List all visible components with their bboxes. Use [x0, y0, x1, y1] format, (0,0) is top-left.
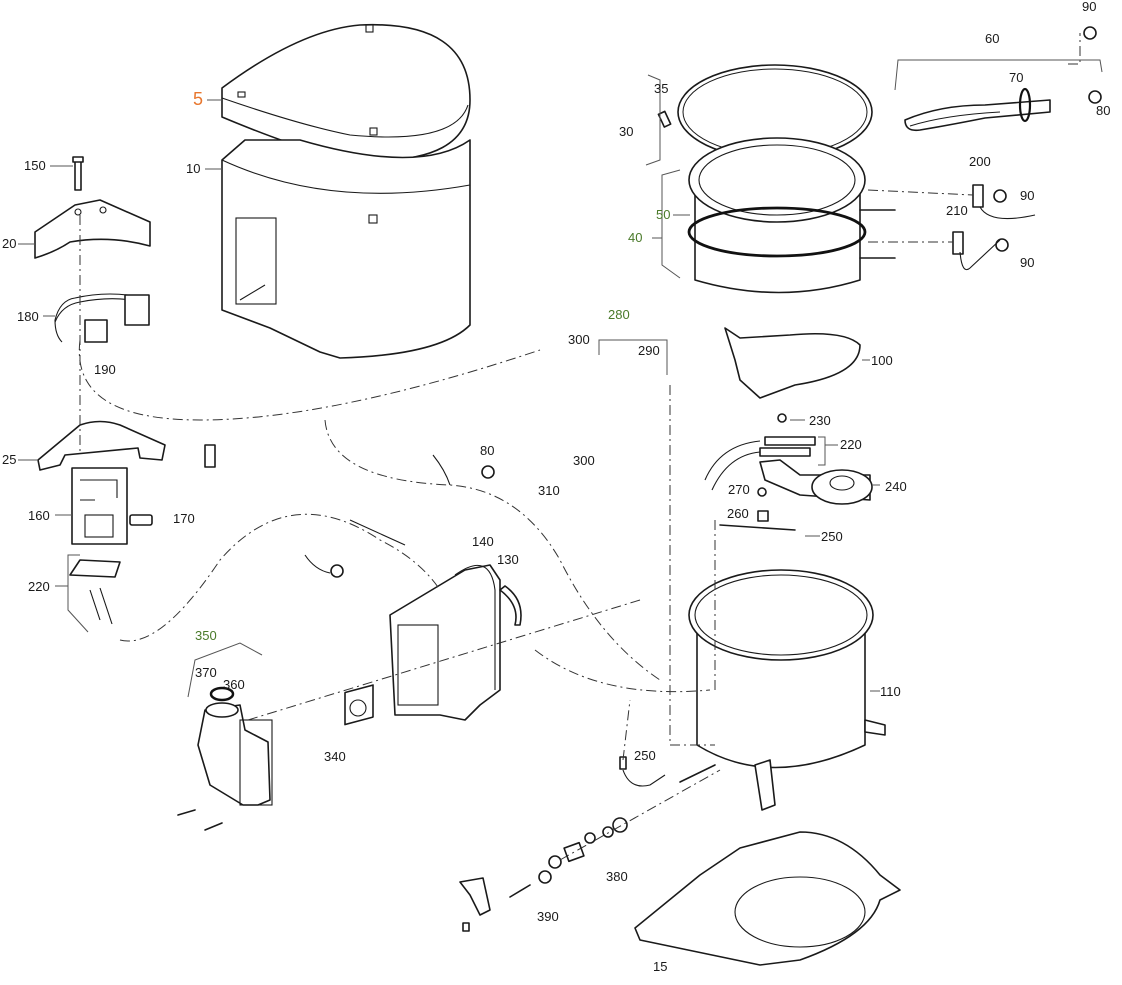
callout-380: 380 [606, 869, 628, 884]
callout-270: 270 [728, 482, 750, 497]
part-25-control-panel [37, 420, 166, 471]
part-390-pin [509, 884, 531, 898]
part-60-heating-element [904, 99, 1051, 132]
callout-370: 370 [195, 665, 217, 680]
callout-15: 15 [653, 959, 668, 974]
callout-390: 390 [537, 909, 559, 924]
part-20-bracket [34, 199, 151, 259]
callout-30: 30 [619, 124, 634, 139]
callout-20: 20 [2, 236, 17, 251]
callout-80-heater: 80 [1096, 103, 1111, 118]
callout-5: 5 [193, 89, 204, 109]
callout-260: 260 [727, 506, 749, 521]
callout-210: 210 [946, 203, 968, 218]
callout-220-right: 220 [840, 437, 862, 452]
callout-90-top: 90 [1082, 0, 1097, 14]
part-150-screw [72, 156, 84, 191]
callout-200: 200 [969, 154, 991, 169]
part-200-210-temperature-sensors [952, 184, 1036, 271]
callout-220-left: 220 [28, 579, 50, 594]
callout-290: 290 [638, 343, 660, 358]
part-15-base-tray [634, 831, 901, 966]
callout-300-lower: 300 [573, 453, 595, 468]
callout-190: 190 [94, 362, 116, 377]
part-240-burner [759, 459, 873, 505]
callout-10: 10 [186, 161, 201, 176]
callout-90-mid: 90 [1020, 188, 1035, 203]
part-380-valve [538, 817, 628, 884]
part-340-fan [344, 684, 374, 726]
part-70-o-ring [1018, 87, 1032, 123]
leader-lines [18, 59, 1103, 698]
callout-140: 140 [472, 534, 494, 549]
part-190-switch [84, 319, 108, 343]
part-230-screw [777, 413, 787, 423]
callout-250-upper: 250 [821, 529, 843, 544]
part-250-electrode [719, 524, 796, 531]
part-140-fan-housing [389, 564, 501, 721]
callout-100: 100 [871, 353, 893, 368]
part-40-burner-pot [688, 137, 896, 294]
callout-360: 360 [223, 677, 245, 692]
callout-180: 180 [17, 309, 39, 324]
callout-300-upper: 300 [568, 332, 590, 347]
callout-25: 25 [2, 452, 17, 467]
callout-240: 240 [885, 479, 907, 494]
callout-70: 70 [1009, 70, 1024, 85]
callout-160: 160 [28, 508, 50, 523]
callout-35: 35 [654, 81, 669, 96]
part-110-combustion-chamber [688, 569, 886, 811]
drain-screws [177, 809, 223, 831]
callout-40: 40 [628, 230, 643, 245]
part-220-ignition-part [69, 559, 121, 625]
part-360-housing [197, 702, 273, 806]
part-220-ignition-electrode [704, 436, 816, 491]
callout-280: 280 [608, 307, 630, 322]
part-270-screw [757, 487, 767, 497]
callout-150: 150 [24, 158, 46, 173]
part-35-screw [657, 110, 672, 128]
callout-250-lower: 250 [634, 748, 656, 763]
part-170-fuse [129, 514, 153, 526]
part-90-nuts [993, 26, 1097, 252]
part-50-seal-ring [687, 206, 867, 258]
bottom-bracket [459, 877, 491, 932]
part-80-nut [481, 90, 1102, 479]
callout-170: 170 [173, 511, 195, 526]
part-260-holder [757, 510, 769, 522]
callout-130: 130 [497, 552, 519, 567]
part-370-o-ring [209, 686, 235, 702]
callout-340: 340 [324, 749, 346, 764]
callout-230: 230 [809, 413, 831, 428]
callout-90-low: 90 [1020, 255, 1035, 270]
callout-80-bracket: 80 [480, 443, 495, 458]
callout-60: 60 [985, 31, 1000, 46]
callout-50: 50 [656, 207, 671, 222]
sensor-cables [204, 444, 451, 578]
callout-110: 110 [880, 684, 901, 699]
part-100-heat-shield [724, 327, 861, 399]
part-160-circuit-board [71, 467, 128, 545]
part-130-gasket [499, 585, 522, 626]
assembly-lines [78, 33, 1081, 861]
callout-350: 350 [195, 628, 217, 643]
callout-310: 310 [538, 483, 560, 498]
part-10-casing [221, 139, 471, 359]
